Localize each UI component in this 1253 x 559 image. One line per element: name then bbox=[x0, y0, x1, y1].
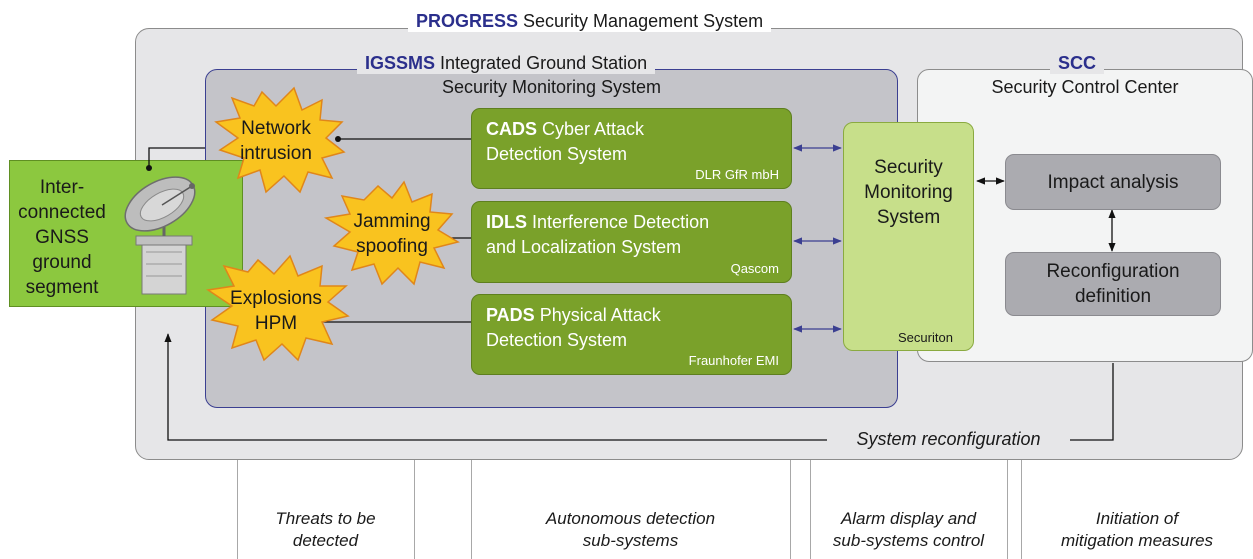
system-reconfiguration-label: System reconfiguration bbox=[827, 429, 1070, 450]
progress-title: PROGRESS Security Management System bbox=[408, 10, 772, 32]
igssms-title: IGSSMS Integrated Ground Station bbox=[357, 52, 656, 74]
sms-vendor: Securiton bbox=[898, 330, 953, 345]
column-divider bbox=[810, 460, 811, 559]
security-monitoring-system-box bbox=[843, 122, 974, 351]
burst-jamming-spoofing bbox=[323, 180, 460, 286]
column-divider bbox=[414, 460, 415, 559]
vendor-label: DLR GfR mbH bbox=[695, 167, 779, 182]
column-divider bbox=[1007, 460, 1008, 559]
vendor-label: Fraunhofer EMI bbox=[688, 353, 779, 368]
burst-network-intrusion bbox=[214, 86, 346, 194]
column-divider bbox=[471, 460, 472, 559]
feedback-line-right bbox=[1070, 363, 1114, 441]
scc-title: SCC bbox=[1050, 52, 1105, 74]
burst-explosions-hpm bbox=[205, 254, 350, 362]
column-divider bbox=[1021, 460, 1022, 559]
column-divider bbox=[237, 460, 238, 559]
feedback-line-left bbox=[164, 333, 827, 441]
vendor-label: Qascom bbox=[730, 261, 779, 276]
scc-subtitle: Security Control Center bbox=[991, 77, 1179, 97]
gnss-ground-segment bbox=[9, 160, 243, 307]
gnss-connector-line bbox=[148, 147, 205, 168]
column-divider bbox=[790, 460, 791, 559]
satellite-dish-icon bbox=[124, 176, 196, 295]
igssms-subtitle: Security Monitoring System bbox=[441, 77, 662, 97]
impact-analysis-box: Impact analysis bbox=[1005, 154, 1221, 210]
